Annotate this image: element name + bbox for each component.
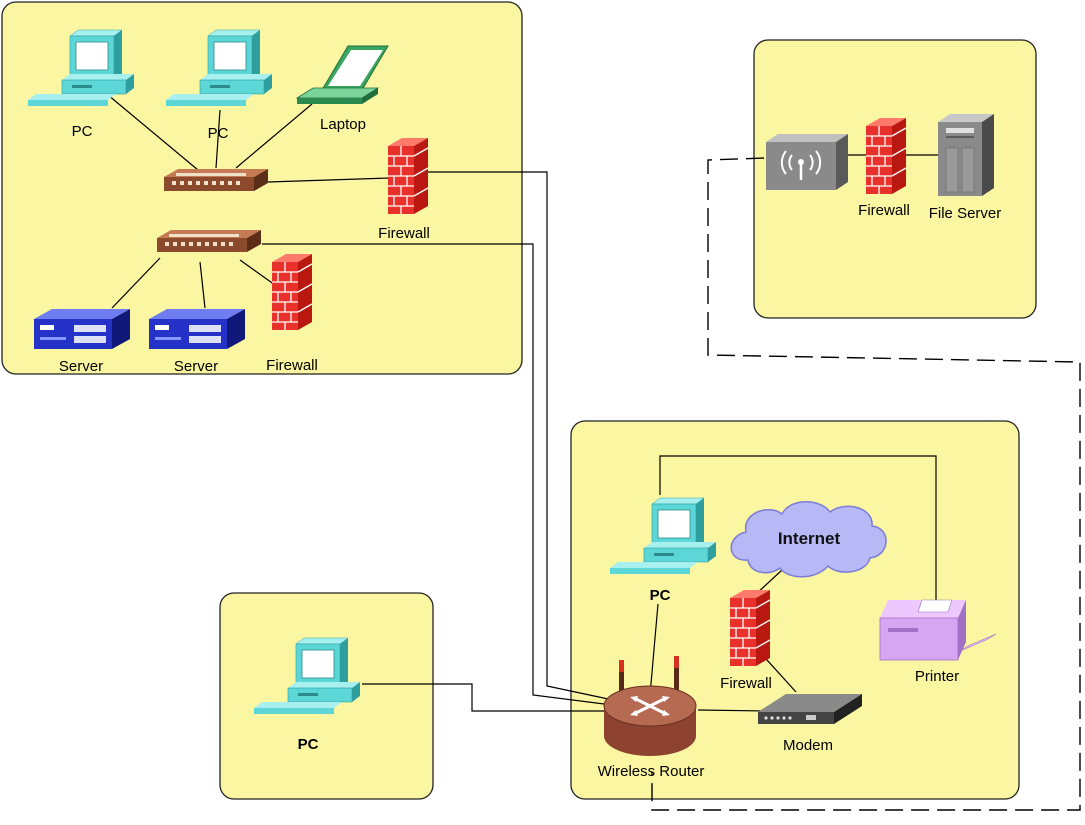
server-icon xyxy=(34,309,130,349)
wireless-router-icon xyxy=(603,656,697,756)
modem-label: Modem xyxy=(783,737,833,754)
internet-label: Internet xyxy=(778,529,841,548)
printer-label: Printer xyxy=(915,668,959,685)
server-icon xyxy=(149,309,245,349)
cloud-icon xyxy=(730,501,887,578)
zone-main-office xyxy=(1,1,523,375)
wireless-router-label: Wireless Router xyxy=(598,763,705,780)
hub-icon xyxy=(157,230,261,252)
firewall-label: Firewall xyxy=(266,357,318,374)
file-server-label: File Server xyxy=(929,205,1002,222)
firewall-icon xyxy=(865,117,907,195)
firewall-icon xyxy=(387,137,429,215)
modem-icon xyxy=(758,694,862,724)
pc-label: PC xyxy=(72,123,93,140)
printer-icon xyxy=(879,599,997,661)
pc-label: PC xyxy=(650,587,671,604)
laptop-icon xyxy=(295,45,389,104)
firewall-label: Firewall xyxy=(858,202,910,219)
firewall-label: Firewall xyxy=(720,675,772,692)
firewall-icon xyxy=(729,589,771,667)
laptop-label: Laptop xyxy=(320,116,366,133)
hub-icon xyxy=(164,169,268,191)
firewall-icon xyxy=(271,253,313,331)
firewall-label: Firewall xyxy=(378,225,430,242)
access-point-icon xyxy=(766,134,848,190)
pc-label: PC xyxy=(208,125,229,142)
file-server-icon xyxy=(938,114,994,196)
pc-label: PC xyxy=(298,736,319,753)
server-label: Server xyxy=(59,358,103,375)
server-label: Server xyxy=(174,358,218,375)
connections xyxy=(107,94,1081,811)
